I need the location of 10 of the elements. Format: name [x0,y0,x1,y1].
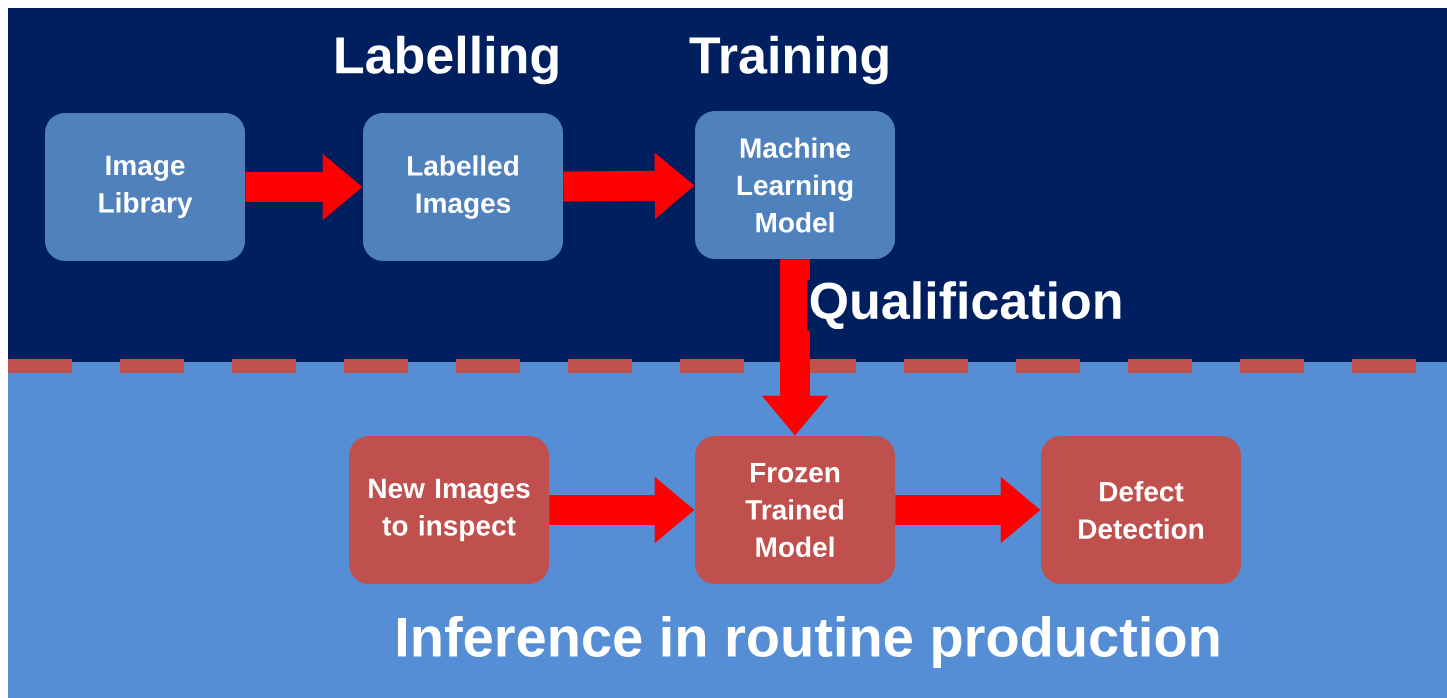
process-box: Frozen Trained Model [695,436,895,584]
edge-label: Qualification [807,279,1125,331]
heading: Training [689,35,888,85]
heading: Inference in routine production [397,615,1219,669]
heading: Labelling [336,35,558,85]
process-box: Defect Detection [1041,436,1241,584]
process-box: Labelled Images [363,113,563,261]
process-box: Machine Learning Model [695,111,895,259]
process-box: New Images to inspect [349,436,549,584]
process-box: Image Library [45,113,245,261]
